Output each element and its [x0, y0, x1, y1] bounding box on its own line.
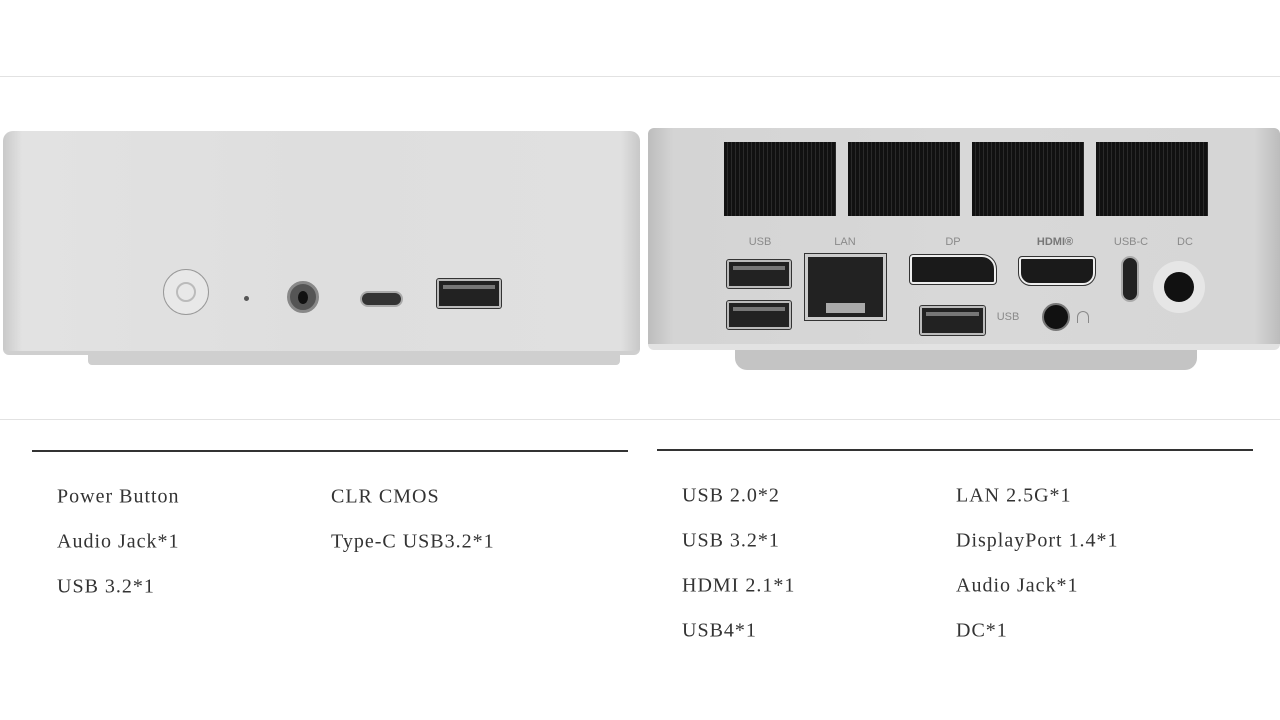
spec-item: CLR CMOS — [331, 485, 440, 508]
usb-a-port-icon — [436, 278, 502, 309]
front-body — [3, 131, 640, 355]
spec-item: USB 3.2*1 — [57, 575, 155, 598]
spec-item: Audio Jack*1 — [57, 530, 180, 553]
power-button-icon — [163, 269, 209, 315]
spec-item: USB 2.0*2 — [682, 484, 780, 507]
audio-jack-icon — [1042, 303, 1070, 331]
vent-4 — [1096, 142, 1208, 216]
front-specs-rule — [32, 450, 628, 452]
usb-c-port-icon — [1121, 256, 1139, 302]
spec-item: Power Button — [57, 485, 180, 508]
spec-item: HDMI 2.1*1 — [682, 574, 796, 597]
spec-item: USB 3.2*1 — [682, 529, 780, 552]
label-usb: USB — [748, 236, 772, 248]
mid-divider — [0, 419, 1280, 420]
spec-item: DisplayPort 1.4*1 — [956, 529, 1119, 552]
vent-2 — [848, 142, 960, 216]
vent-1 — [724, 142, 836, 216]
clr-cmos-icon — [244, 296, 249, 301]
spec-item: USB4*1 — [682, 619, 757, 642]
usb2-port-bottom-icon — [726, 300, 792, 330]
label-hdmi: HDMI® — [1036, 236, 1074, 248]
usb2-port-top-icon — [726, 259, 792, 289]
label-usb-lower: USB — [996, 311, 1020, 323]
displayport-icon — [909, 254, 997, 285]
lan-port-icon — [804, 253, 887, 321]
label-lan: LAN — [834, 236, 856, 248]
label-dc: DC — [1177, 236, 1193, 248]
label-dp: DP — [945, 236, 961, 248]
label-usb-c: USB-C — [1113, 236, 1149, 248]
vent-3 — [972, 142, 1084, 216]
spec-item: DC*1 — [956, 619, 1008, 642]
top-divider — [0, 76, 1280, 77]
spec-item: Audio Jack*1 — [956, 574, 1079, 597]
headphone-icon — [1077, 311, 1089, 323]
audio-jack-icon — [287, 281, 319, 313]
usb-c-port-icon — [360, 291, 403, 307]
usb32-port-icon — [919, 305, 986, 336]
spec-item: Type-C USB3.2*1 — [331, 530, 495, 553]
dc-port-icon — [1153, 261, 1205, 313]
hdmi-port-icon — [1018, 256, 1096, 286]
rear-specs-rule — [657, 449, 1253, 451]
spec-item: LAN 2.5G*1 — [956, 484, 1072, 507]
